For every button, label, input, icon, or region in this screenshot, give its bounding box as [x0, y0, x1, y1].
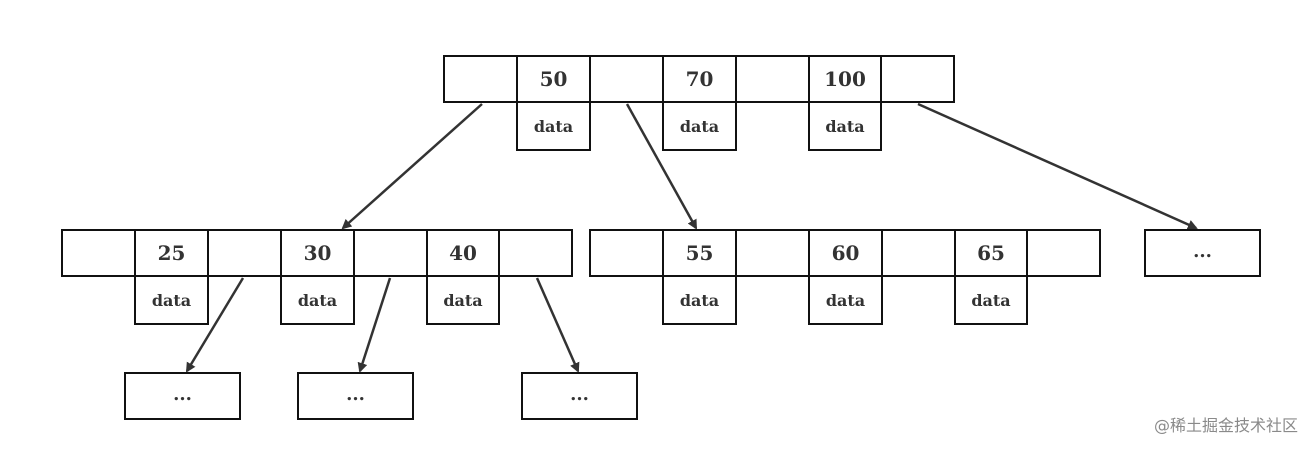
data-label: data	[152, 291, 191, 310]
edge-root-to-child-2	[625, 103, 698, 230]
node-child-3: ...	[1144, 229, 1261, 277]
key-label: 25	[158, 241, 186, 265]
data-cell	[134, 275, 209, 325]
key-label: 30	[304, 241, 332, 265]
watermark: @稀土掘金技术社区	[1153, 416, 1298, 435]
pointer-cell	[443, 55, 518, 103]
pointer-cell	[589, 55, 664, 103]
data-label: data	[825, 117, 864, 136]
pointer-cell	[880, 55, 955, 103]
pointer-cell	[498, 229, 573, 277]
node-leaf-2: ...	[297, 372, 414, 420]
data-cell	[808, 275, 883, 325]
data-cell	[662, 101, 737, 151]
edge-root-to-child-3	[917, 102, 1198, 230]
node-child-1: 25 data 30 data 40 data	[61, 229, 573, 325]
pointer-cell	[207, 229, 282, 277]
edge-child-1-to-leaf-2	[357, 277, 392, 373]
edge-child-1-to-leaf-1	[185, 277, 245, 373]
key-label: 70	[686, 67, 714, 91]
data-label: data	[443, 291, 482, 310]
data-label: data	[680, 117, 719, 136]
pointer-cell	[1026, 229, 1101, 277]
ellipsis-label: ...	[570, 384, 589, 405]
key-cell	[808, 55, 882, 103]
edges-layer	[185, 102, 1198, 373]
data-cell	[280, 275, 355, 325]
nodes-layer: 50 data 70 data 100 data 25 data 30 data 40 data 55 d…	[61, 55, 1261, 420]
data-cell	[662, 275, 737, 325]
data-cell	[426, 275, 500, 325]
pointer-cell	[881, 229, 956, 277]
collapsed-node-box	[1144, 229, 1261, 277]
ellipsis-label: ...	[346, 384, 365, 405]
node-root: 50 data 70 data 100 data	[443, 55, 955, 151]
data-label: data	[680, 291, 719, 310]
node-leaf-1: ...	[124, 372, 241, 420]
ellipsis-label: ...	[1193, 241, 1212, 262]
key-cell	[134, 229, 209, 277]
key-cell	[954, 229, 1028, 277]
data-label: data	[971, 291, 1010, 310]
collapsed-node-box	[124, 372, 241, 420]
pointer-cell	[353, 229, 428, 277]
data-label: data	[826, 291, 865, 310]
key-label: 55	[686, 241, 714, 265]
key-label: 60	[832, 241, 860, 265]
key-label: 50	[540, 67, 568, 91]
data-label: data	[298, 291, 337, 310]
edge-root-to-child-1	[341, 103, 483, 230]
data-cell	[954, 275, 1028, 325]
edge-child-1-to-leaf-3	[535, 277, 580, 373]
node-leaf-3: ...	[521, 372, 638, 420]
key-label: 100	[824, 67, 866, 91]
collapsed-node-box	[521, 372, 638, 420]
data-label: data	[534, 117, 573, 136]
pointer-cell	[589, 229, 664, 277]
key-cell	[662, 229, 737, 277]
key-label: 65	[977, 241, 1005, 265]
pointer-cell	[61, 229, 136, 277]
key-label: 40	[449, 241, 477, 265]
collapsed-node-box	[297, 372, 414, 420]
pointer-cell	[735, 55, 810, 103]
pointer-cell	[735, 229, 810, 277]
data-cell	[516, 101, 591, 151]
data-cell	[808, 101, 882, 151]
node-child-2: 55 data 60 data 65 data	[589, 229, 1101, 325]
ellipsis-label: ...	[173, 384, 192, 405]
